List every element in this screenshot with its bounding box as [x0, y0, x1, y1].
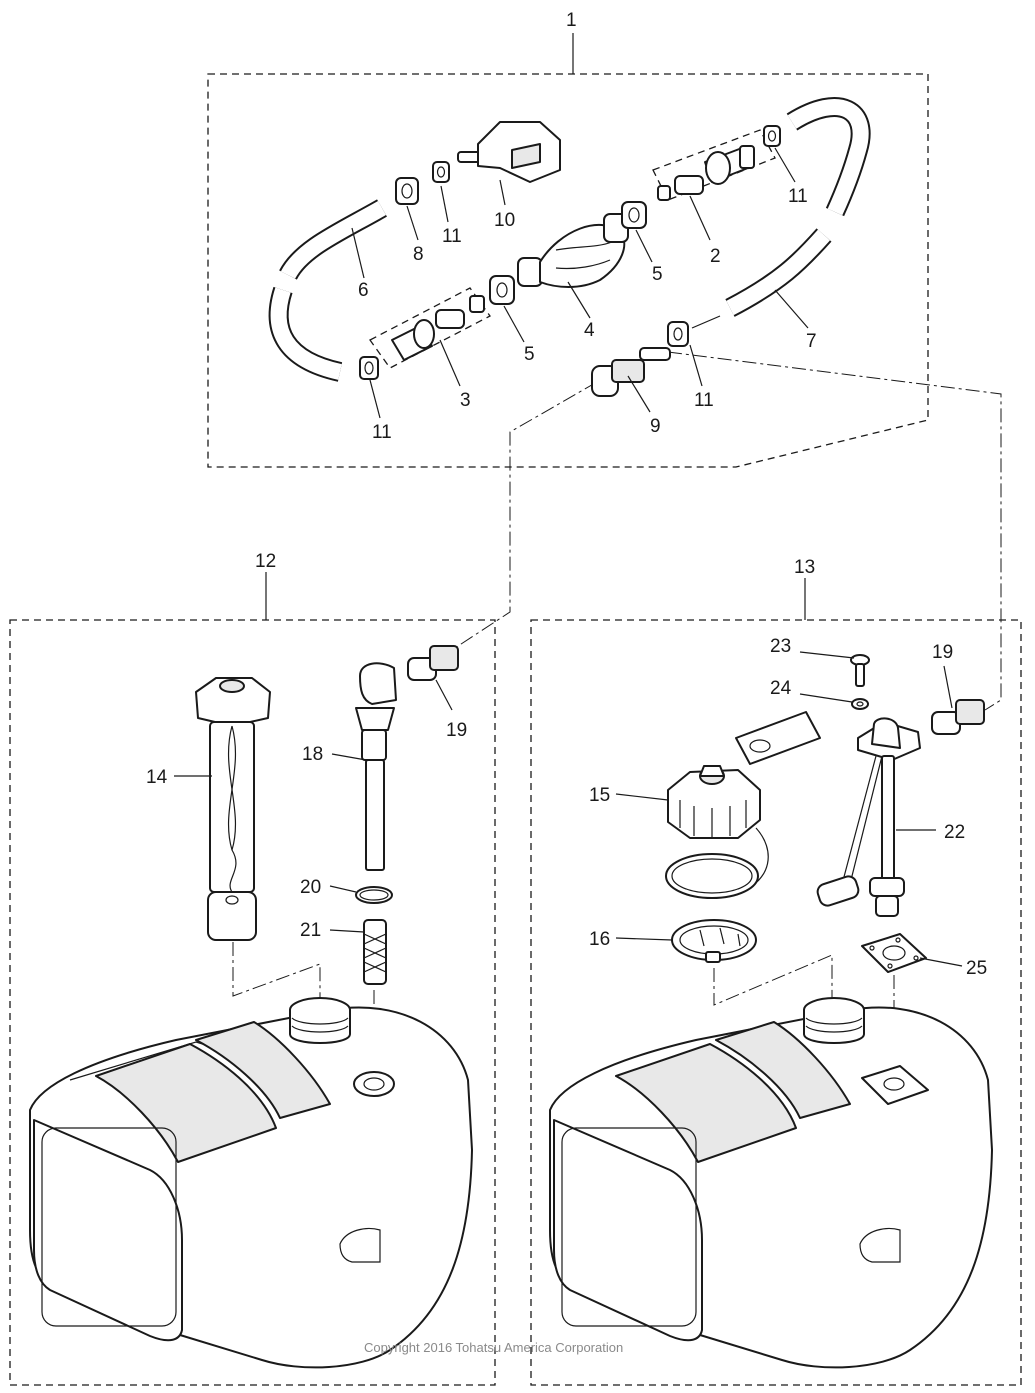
filler-cap-15 — [667, 765, 769, 893]
callout-11-left-bottom: 11 — [372, 422, 392, 443]
callout-24: 24 — [770, 678, 792, 699]
callout-14: 14 — [146, 767, 168, 788]
washer-8 — [395, 177, 419, 205]
callout-5-left: 5 — [524, 344, 535, 365]
callout-23: 23 — [770, 636, 791, 657]
callout-19-left: 19 — [446, 720, 467, 741]
callout-15: 15 — [589, 785, 610, 806]
primer-bulb-4 — [517, 213, 629, 288]
group-12-boundary — [9, 619, 496, 1386]
washer-11-right-bottom — [667, 321, 689, 347]
connection-line-16-to-tank — [713, 954, 833, 1006]
washer-5-left — [489, 275, 515, 305]
connection-line-9-to-19 — [454, 381, 598, 649]
callout-2: 2 — [710, 246, 721, 267]
washer-11-left-top — [432, 161, 450, 183]
filter-21 — [363, 919, 387, 985]
fuel-gauge-14 — [195, 677, 271, 941]
washer-24 — [851, 698, 869, 710]
callout-13: 13 — [794, 557, 815, 578]
fuel-tank-left — [29, 997, 473, 1369]
o-ring-20 — [355, 886, 393, 904]
callout-10: 10 — [494, 210, 515, 231]
callout-9: 9 — [650, 416, 661, 437]
callout-20: 20 — [300, 877, 321, 898]
washer-11-left-bottom — [359, 356, 379, 380]
fuel-tank-right — [549, 997, 993, 1369]
callout-22: 22 — [944, 822, 965, 843]
fitting-19-left — [407, 645, 459, 681]
fitting-19-right — [931, 699, 985, 735]
callout-18: 18 — [302, 744, 323, 765]
callout-16: 16 — [589, 929, 610, 950]
screw-23 — [850, 654, 870, 687]
retainer-ring-16 — [671, 919, 757, 963]
callout-8: 8 — [413, 244, 424, 265]
hose-7 — [725, 97, 871, 317]
callout-12: 12 — [255, 551, 276, 572]
connector-10 — [457, 121, 561, 183]
connection-line-14-to-tank — [232, 942, 321, 1000]
coupler-2 — [657, 145, 755, 201]
connection-line-to-right-19 — [667, 351, 1002, 711]
callout-7: 7 — [806, 331, 817, 352]
coupler-3 — [391, 295, 485, 361]
callout-3: 3 — [460, 390, 471, 411]
hose-6 — [268, 199, 387, 382]
decal-plate — [735, 711, 821, 765]
washer-11-right-top — [763, 125, 781, 147]
fuel-sender-22 — [816, 717, 921, 917]
copyright-notice: Copyright 2016 Tohatsu America Corporati… — [364, 1340, 623, 1355]
callout-11-right-top: 11 — [788, 186, 808, 207]
callout-25: 25 — [966, 958, 987, 979]
callout-19-right: 19 — [932, 642, 953, 663]
fitting-9 — [591, 347, 671, 397]
callout-1: 1 — [566, 10, 577, 31]
washer-5-right — [621, 201, 647, 229]
callout-11-right-bottom: 11 — [694, 390, 714, 411]
sender-gasket-25 — [861, 933, 927, 973]
callout-6: 6 — [358, 280, 369, 301]
callout-11-left-top: 11 — [442, 226, 462, 247]
callout-21: 21 — [300, 920, 321, 941]
callout-4: 4 — [584, 320, 595, 341]
group-13-boundary — [530, 619, 1022, 1386]
cap-gasket — [665, 853, 759, 899]
group-1-boundary — [207, 73, 929, 468]
pickup-tube-18 — [355, 662, 397, 871]
callout-5-right: 5 — [652, 264, 663, 285]
